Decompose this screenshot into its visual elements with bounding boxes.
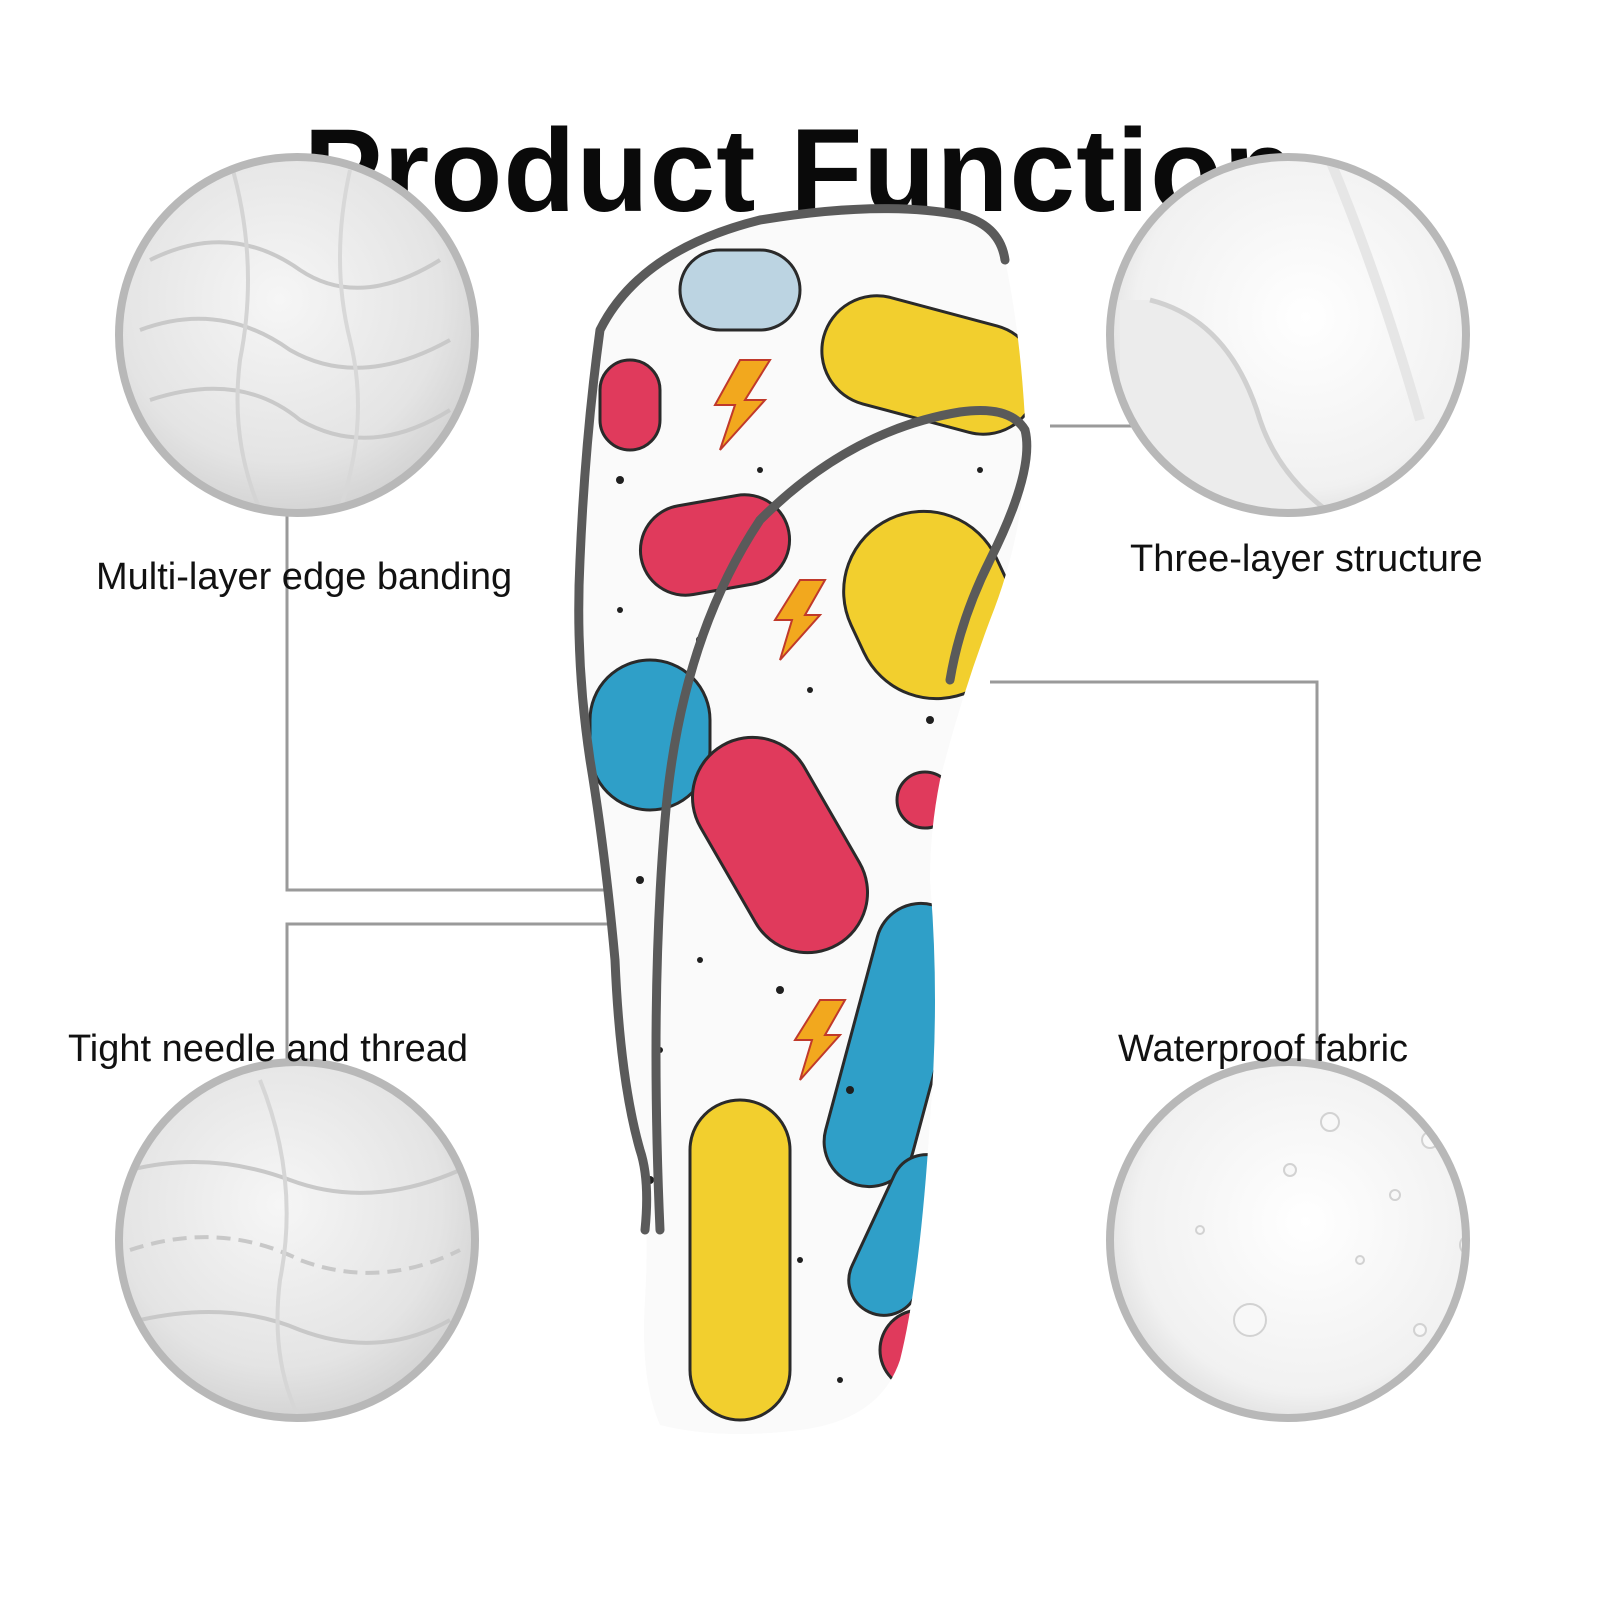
- three-layer-detail-image: [1106, 153, 1470, 517]
- leader-line-needle-thread: [285, 922, 610, 1080]
- callout-waterproof: Waterproof fabric: [1118, 1028, 1409, 1070]
- callout-needle-thread: Tight needle and thread: [68, 1028, 469, 1070]
- waterproof-detail-image: [1106, 1058, 1470, 1422]
- leader-lines: [285, 424, 1319, 1080]
- edge-banding-detail-image: [115, 153, 479, 517]
- leader-line-waterproof: [990, 680, 1319, 1080]
- callout-three-layer: Three-layer structure: [1130, 538, 1483, 580]
- head-cover-product: [574, 204, 1032, 1435]
- lightning-bolt-pattern: [713, 359, 847, 1081]
- leader-line-edge-banding: [285, 515, 610, 892]
- needle-thread-detail-image: [115, 1058, 479, 1422]
- flap-piping: [651, 405, 1032, 1235]
- skateboard-pattern: [588, 248, 1026, 1422]
- outer-piping: [574, 204, 1010, 1235]
- callout-edge-banding: Multi-layer edge banding: [96, 556, 513, 598]
